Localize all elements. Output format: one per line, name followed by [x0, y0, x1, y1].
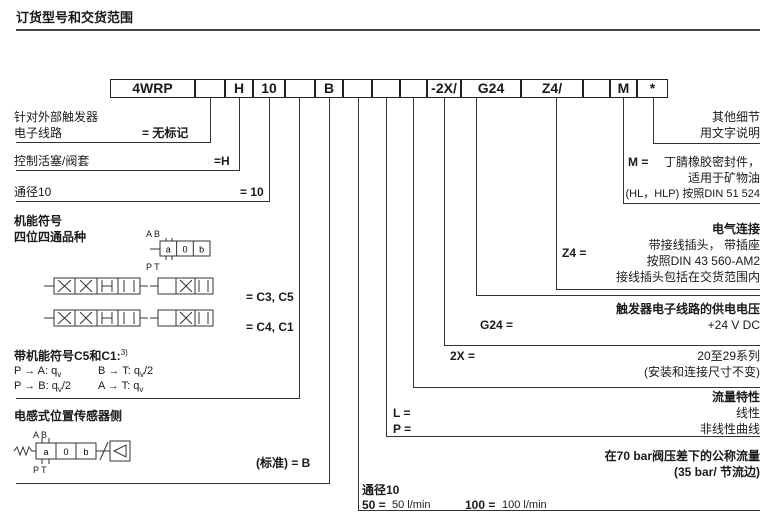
control-spool-value: =H: [214, 154, 230, 168]
sensor-symbol-port-pt: P T: [33, 465, 47, 475]
electrical-connection-title: 电气连接: [711, 222, 760, 236]
symbol-c3-c5-value: = C3, C5: [246, 290, 294, 304]
series-desc-2: (安装和连接尺寸不变): [644, 365, 760, 379]
linear-key: L =: [393, 406, 411, 420]
valve-symbols-c4-c1: [44, 309, 214, 327]
code-box-size: 10: [253, 79, 285, 98]
symbol-port-pt: P T: [146, 262, 160, 272]
flow-a-t: A → T: qv: [98, 380, 144, 395]
symbol-c4-c1-value: = C4, C1: [246, 320, 294, 334]
control-spool-label: 控制活塞/阀套: [14, 154, 90, 168]
code-box-other: *: [637, 79, 668, 98]
external-electronics-label-2: 电子线路: [14, 126, 63, 140]
external-electronics-label-1: 针对外部触发器: [14, 110, 99, 124]
connector-desc-3: 接线插头包括在交货范围内: [615, 270, 760, 284]
code-box-series: -2X/: [427, 79, 461, 98]
with-symbol-label: 带机能符号C5和C1:3): [14, 348, 128, 363]
flow-p-a: P → A: qv: [14, 365, 62, 380]
standard-sensor-value: (标准) = B: [256, 456, 311, 470]
nominal-size-label: 通径10: [14, 185, 52, 199]
sensor-symbol-pos-0: 0: [63, 447, 68, 457]
code-box-empty-5: [400, 79, 427, 98]
nominal-flow-title-1: 在70 bar阀压差下的公称流量: [604, 449, 760, 463]
flow-p-b: P → B: qv/2: [14, 380, 72, 395]
code-box-type: 4WRP: [110, 79, 195, 98]
nominal-flow-title-2: (35 bar/ 节流边): [673, 465, 760, 479]
symbol-title-2: 四位四通品种: [14, 230, 87, 244]
series-desc-1: 20至29系列: [697, 349, 760, 363]
code-box-empty-4: [372, 79, 400, 98]
inductive-sensor-label: 电感式位置传感器侧: [14, 409, 123, 423]
seal-desc-1: 丁腈橡胶密封件，: [663, 155, 760, 169]
code-box-connector: Z4/: [521, 79, 583, 98]
other-details-1: 其他细节: [711, 110, 760, 124]
bottom-size-title: 通径10: [362, 483, 400, 497]
page-title: 订货型号和交货范围: [16, 10, 134, 25]
seal-desc-2: 适用于矿物油: [687, 171, 760, 185]
linear-value: 线性: [735, 406, 760, 420]
voltage-key: G24 =: [480, 318, 514, 332]
code-box-control: H: [225, 79, 253, 98]
connector-desc-1: 带接线插头， 带插座: [648, 238, 760, 252]
symbol-title-1: 机能符号: [14, 214, 63, 228]
valve-symbols-c3-c5: [44, 277, 214, 295]
sensor-symbol-pos-b: b: [83, 447, 88, 457]
nonlinear-key: P =: [393, 422, 412, 436]
code-box-sensor: B: [315, 79, 343, 98]
symbol-pos-0: 0: [182, 245, 187, 255]
sensor-symbol-port-ab: A B: [33, 430, 48, 440]
other-details-2: 用文字说明: [699, 126, 760, 140]
code-box-empty-1: [195, 79, 225, 98]
nominal-size-value: = 10: [240, 185, 264, 199]
code-box-empty-6: [583, 79, 610, 98]
connector-desc-2: 按照DIN 43 560-AM2: [646, 254, 760, 268]
seal-desc-3: (HL，HLP) 按照DIN 51 524: [625, 188, 761, 200]
code-box-voltage: G24: [461, 79, 521, 98]
valve-symbol-small: a 0 b: [150, 238, 211, 260]
symbol-port-ab: A B: [146, 229, 161, 239]
flow-50-key: 50 =: [362, 498, 386, 512]
external-electronics-value: = 无标记: [142, 126, 189, 140]
flow-50-value: 50 l/min: [392, 499, 431, 511]
code-box-empty-2: [285, 79, 315, 98]
code-box-empty-3: [343, 79, 372, 98]
sensor-valve-symbol: a 0 b: [13, 438, 131, 464]
flow-100-value: 100 l/min: [502, 499, 547, 511]
code-box-seal: M: [610, 79, 637, 98]
nonlinear-value: 非线性曲线: [699, 422, 760, 436]
flow-characteristic-title: 流量特性: [711, 390, 760, 404]
flow-b-t: B → T: qv/2: [98, 365, 154, 380]
series-key: 2X =: [450, 349, 476, 363]
connector-key: Z4 =: [562, 246, 587, 260]
symbol-pos-b: b: [199, 245, 204, 255]
title-divider: [16, 29, 760, 31]
flow-100-key: 100 =: [465, 498, 496, 512]
seal-key: M =: [628, 155, 649, 169]
sensor-symbol-pos-a: a: [43, 447, 48, 457]
voltage-value: +24 V DC: [707, 318, 760, 332]
supply-voltage-title: 触发器电子线路的供电电压: [615, 302, 760, 316]
symbol-pos-a: a: [166, 245, 171, 255]
